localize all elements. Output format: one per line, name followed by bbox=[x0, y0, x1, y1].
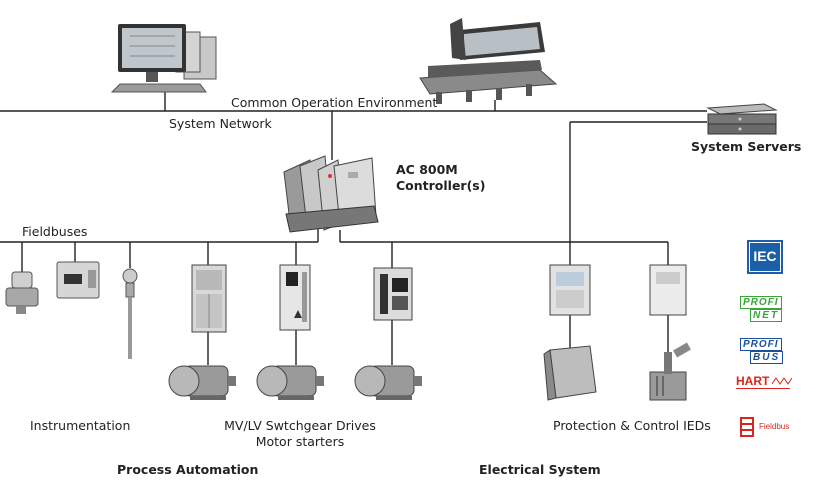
profibus-logo-top: PROFI bbox=[740, 338, 782, 351]
ied-icon-2 bbox=[649, 264, 687, 316]
controller-icon bbox=[283, 155, 379, 233]
workstation-right-icon bbox=[419, 18, 558, 104]
iec-logo-text: IEC bbox=[753, 248, 777, 264]
switchgear-label-line1: MV/LV Swtchgear Drives bbox=[224, 418, 376, 433]
motor-icon-3 bbox=[354, 365, 422, 400]
transmitter-icon bbox=[5, 271, 39, 314]
system-servers-label: System Servers bbox=[691, 139, 802, 154]
switchgear-label-line2: Motor starters bbox=[255, 434, 345, 449]
ied-icon-1 bbox=[549, 264, 591, 316]
protection-label: Protection & Control IEDs bbox=[553, 418, 711, 433]
temperature-sensor-icon bbox=[122, 268, 138, 359]
common-operation-environment-label: Common Operation Environment bbox=[231, 95, 438, 110]
profibus-logo-bottom: BUS bbox=[750, 351, 784, 364]
fieldbus-logo: Fieldbus bbox=[739, 414, 789, 440]
motor-icon-1 bbox=[168, 365, 236, 400]
hart-logo-text: HART bbox=[736, 374, 770, 388]
switchgear-block-icon bbox=[543, 345, 597, 401]
hart-wave-icon bbox=[772, 377, 792, 385]
controller-label-line1: AC 800M bbox=[396, 162, 458, 177]
motor-icon-2 bbox=[256, 365, 324, 400]
instrumentation-label: Instrumentation bbox=[30, 418, 131, 433]
profinet-logo-top: PROFI bbox=[740, 296, 782, 309]
controller-label-line2: Controller(s) bbox=[396, 178, 486, 193]
hart-logo: HART bbox=[736, 374, 792, 394]
fieldbus-logo-text: Fieldbus bbox=[759, 422, 790, 431]
profibus-logo: PROFI BUS bbox=[740, 336, 790, 364]
positioner-icon bbox=[56, 261, 100, 299]
server-icon bbox=[706, 103, 778, 135]
fieldbus-mark-icon bbox=[740, 417, 754, 437]
iec-logo: IEC bbox=[747, 240, 783, 274]
profinet-logo: PROFI NET bbox=[740, 294, 790, 322]
fieldbuses-label: Fieldbuses bbox=[22, 224, 88, 239]
system-network-label: System Network bbox=[169, 116, 272, 131]
motor-starter-icon bbox=[373, 267, 413, 321]
profinet-logo-bottom: NET bbox=[750, 309, 782, 322]
transformer-icon bbox=[649, 342, 691, 401]
drive-icon bbox=[279, 264, 311, 331]
network-lines bbox=[0, 92, 707, 365]
switchgear-cabinet-icon bbox=[191, 264, 227, 333]
workstation-left-icon bbox=[110, 24, 217, 93]
electrical-system-label: Electrical System bbox=[479, 462, 601, 477]
process-automation-label: Process Automation bbox=[117, 462, 259, 477]
